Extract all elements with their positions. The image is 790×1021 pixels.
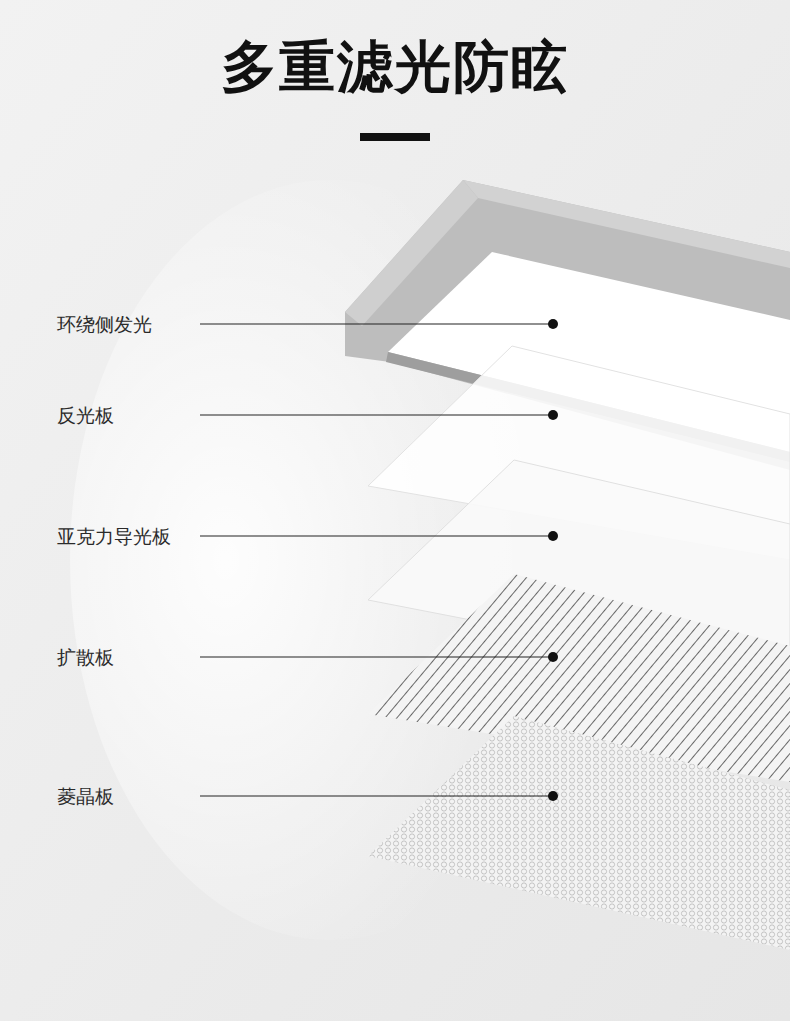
layer-label: 反光板	[57, 404, 114, 427]
leader-dots	[548, 319, 558, 801]
layer-label: 扩散板	[57, 646, 114, 669]
layer-label: 环绕侧发光	[57, 313, 152, 336]
layer-label: 亚克力导光板	[57, 525, 171, 548]
layer-label: 菱晶板	[57, 785, 114, 808]
leader-lines	[200, 324, 553, 796]
heading-bar	[360, 133, 430, 141]
page-title: 多重滤光防眩	[0, 30, 790, 106]
